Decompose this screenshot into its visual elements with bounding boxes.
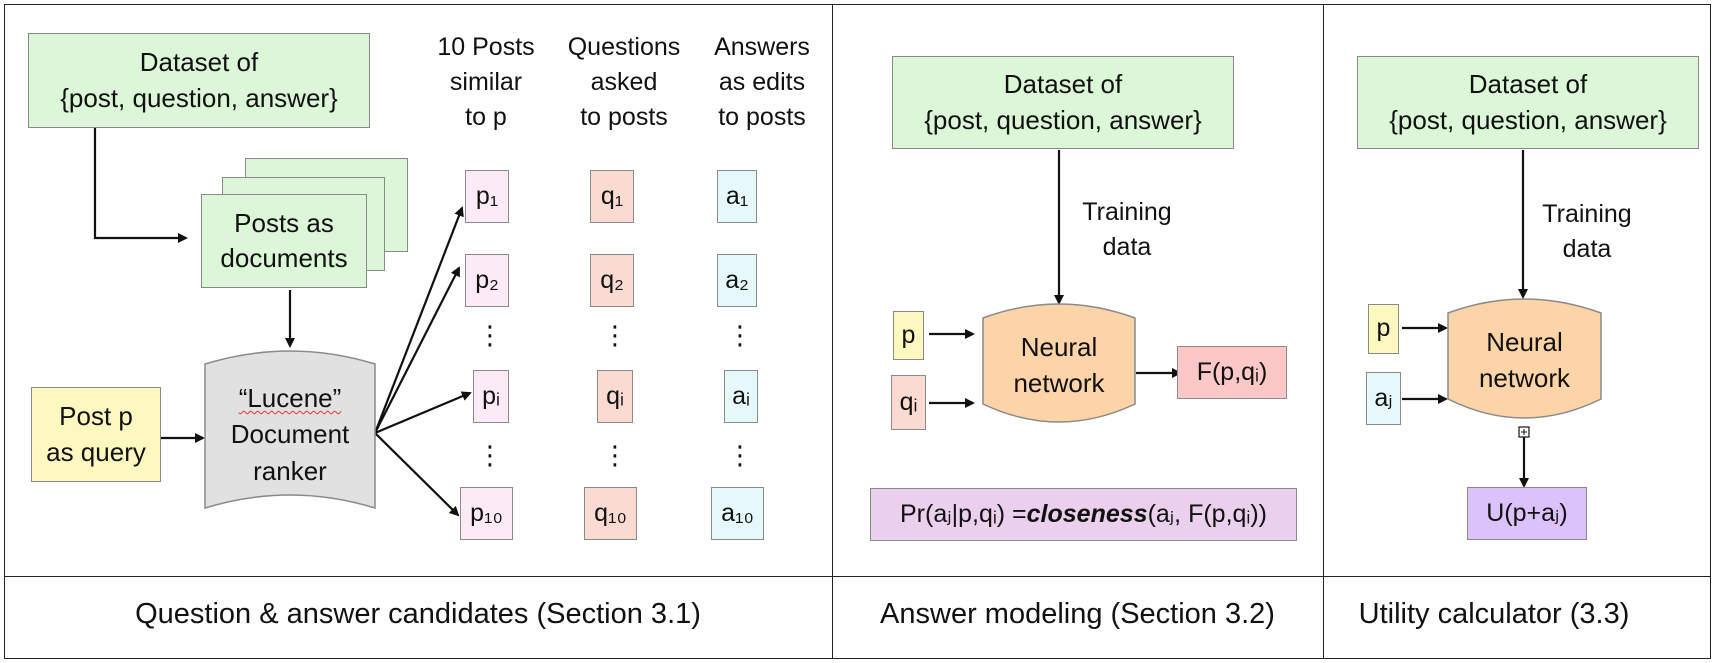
caption-panel1: Question & answer candidates (Section 3.… xyxy=(135,598,701,630)
answer-box-a10: a₁₀ xyxy=(711,487,764,540)
arrow-dataset-to-posts xyxy=(93,125,188,243)
formula-box: Pr(aⱼ|p,qᵢ) = closeness(aⱼ, F(p,qᵢ)) xyxy=(870,488,1297,541)
arrow-ranker-to-p10 xyxy=(374,432,460,517)
col-header-questions: Questions asked to posts xyxy=(567,33,681,131)
answer-box-a1: a₁ xyxy=(717,170,757,223)
dataset-line1: Dataset of xyxy=(139,47,259,78)
neural-network-3: Neural network xyxy=(1447,295,1602,427)
answer-ellipsis-1: ⋮ xyxy=(727,320,753,350)
dataset2-line2: {post, question, answer} xyxy=(924,104,1202,135)
caption-divider xyxy=(4,576,1711,577)
arrow-ranker-to-pi xyxy=(374,391,472,435)
ranker-line3: ranker xyxy=(253,455,327,486)
query-line1: Post p xyxy=(59,401,133,432)
post-ellipsis-2: ⋮ xyxy=(477,440,503,470)
question-box-q1: q₁ xyxy=(590,170,634,223)
figure-frame xyxy=(4,4,1711,659)
arrow-ranker-to-p2 xyxy=(374,266,460,434)
posts-docs-line1: Posts as xyxy=(234,207,334,238)
question-ellipsis-2: ⋮ xyxy=(602,440,628,470)
col-header-answers: Answers as edits to posts xyxy=(714,33,810,131)
dataset-box-2: Dataset of {post, question, answer} xyxy=(892,56,1234,149)
answer-ellipsis-2: ⋮ xyxy=(727,440,753,470)
input-aj-box: aⱼ xyxy=(1366,372,1401,425)
dataset3-line2: {post, question, answer} xyxy=(1389,104,1667,135)
ranker-line1: “Lucene” xyxy=(238,383,342,413)
nn3-line2: network xyxy=(1478,363,1571,394)
question-ellipsis-1: ⋮ xyxy=(602,320,628,350)
post-box-p2: p₂ xyxy=(465,254,509,307)
dataset3-line1: Dataset of xyxy=(1468,69,1588,100)
formula-pre: Pr(aⱼ|p,qᵢ) = xyxy=(900,499,1027,528)
training-data-label-2: Training data xyxy=(1082,198,1172,261)
nn3-line1: Neural xyxy=(1486,327,1563,357)
output-f-box: F(p,qᵢ) xyxy=(1177,346,1287,399)
utility-output-box: U(p+aⱼ) xyxy=(1467,487,1587,540)
question-box-q10: q₁₀ xyxy=(584,487,637,540)
divider-panel2-panel3 xyxy=(1323,4,1324,659)
question-box-q2: q₂ xyxy=(590,254,634,307)
caption-panel3: Utility calculator (3.3) xyxy=(1358,598,1630,630)
nn2-line2: network xyxy=(1013,368,1105,399)
document-ranker: “Lucene” Document ranker xyxy=(204,350,376,522)
dataset-box-3: Dataset of {post, question, answer} xyxy=(1357,56,1699,149)
posts-docs-line2: documents xyxy=(220,243,348,273)
post-ellipsis-1: ⋮ xyxy=(477,320,503,350)
posts-as-documents-box: Posts as documents xyxy=(201,194,367,288)
post-box-p1: p₁ xyxy=(465,170,509,223)
caption-panel2: Answer modeling (Section 3.2) xyxy=(880,598,1275,630)
answer-box-ai: aᵢ xyxy=(724,370,758,423)
ranker-line2: Document xyxy=(230,419,350,450)
input-qi-box: qᵢ xyxy=(891,375,926,430)
dataset2-line1: Dataset of xyxy=(1003,69,1123,100)
nn2-line1: Neural xyxy=(1020,332,1098,362)
dataset-box: Dataset of {post, question, answer} xyxy=(28,33,370,128)
query-line2: as query xyxy=(46,436,146,467)
formula-post: (aⱼ, F(p,qᵢ)) xyxy=(1147,499,1267,528)
formula-closeness: closeness xyxy=(1026,499,1148,528)
output-f-text: F(p,qᵢ) xyxy=(1196,357,1268,386)
input-p3-box: p xyxy=(1368,304,1399,354)
question-box-qi: qᵢ xyxy=(597,370,633,423)
answer-box-a2: a₂ xyxy=(717,254,757,307)
training-data-label-3: Training data xyxy=(1542,200,1632,263)
dataset-line2: {post, question, answer} xyxy=(60,82,338,113)
divider-panel1-panel2 xyxy=(832,4,833,659)
arrow-ranker-to-p1 xyxy=(373,206,464,434)
post-box-pi: pᵢ xyxy=(473,370,509,423)
input-p-box: p xyxy=(893,311,924,360)
post-box-p10: p₁₀ xyxy=(460,487,513,540)
post-query-box: Post p as query xyxy=(31,387,161,482)
neural-network-2: Neural network xyxy=(982,300,1136,430)
col-header-posts: 10 Posts similar to p xyxy=(437,33,535,131)
